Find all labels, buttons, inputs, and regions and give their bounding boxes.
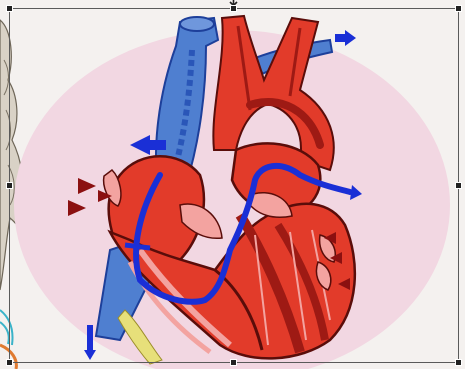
resize-handle-right[interactable] — [455, 182, 462, 189]
resize-handle-top-right[interactable] — [455, 5, 462, 12]
resize-handle-bottom[interactable] — [230, 359, 237, 366]
resize-handle-top[interactable] — [230, 5, 237, 12]
resize-handle-left[interactable] — [6, 182, 13, 189]
resize-handle-bottom-left[interactable] — [6, 359, 13, 366]
resize-handle-bottom-right[interactable] — [455, 359, 462, 366]
resize-handle-top-left[interactable] — [6, 5, 13, 12]
